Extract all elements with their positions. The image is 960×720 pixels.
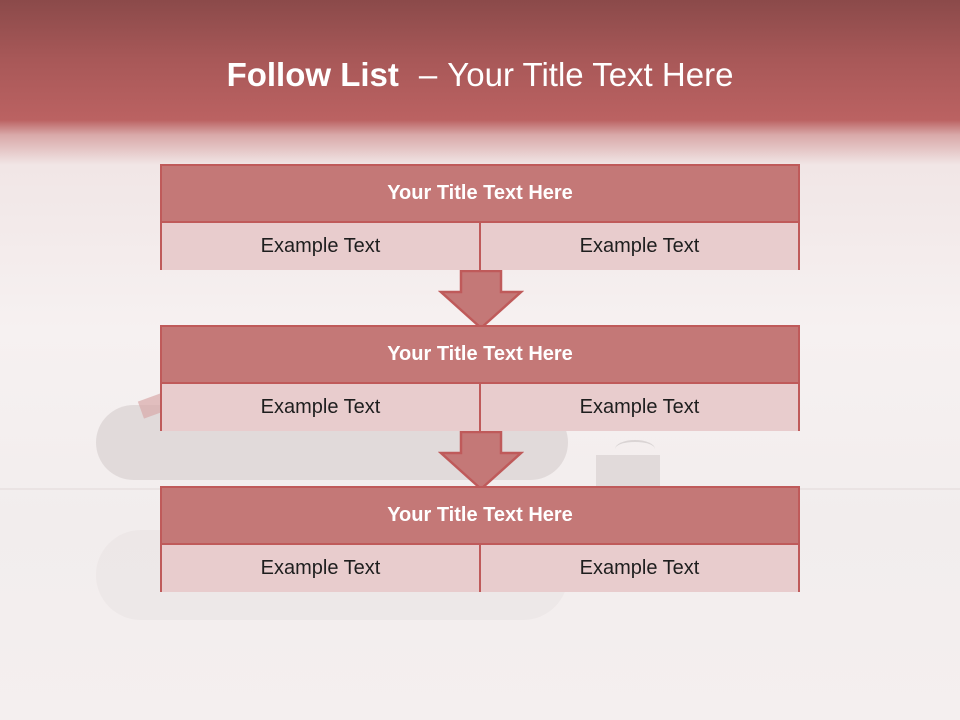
step-1-right-cell[interactable]: Example Text <box>479 223 798 270</box>
step-title-1[interactable]: Your Title Text Here <box>162 166 798 223</box>
down-arrow-icon-2 <box>438 431 524 491</box>
step-3-right-cell[interactable]: Example Text <box>479 545 798 592</box>
step-1-left-cell[interactable]: Example Text <box>162 223 479 270</box>
slide-title-rest: Your Title Text Here <box>447 56 734 93</box>
step-row-1: Example Text Example Text <box>162 223 798 270</box>
step-box-3[interactable]: Your Title Text Here Example Text Exampl… <box>160 486 800 592</box>
step-box-2[interactable]: Your Title Text Here Example Text Exampl… <box>160 325 800 431</box>
slide-title-bold: Follow List <box>226 56 399 93</box>
step-2-left-cell[interactable]: Example Text <box>162 384 479 431</box>
slide-title-separator: – <box>418 56 438 93</box>
step-3-left-cell[interactable]: Example Text <box>162 545 479 592</box>
step-title-2[interactable]: Your Title Text Here <box>162 327 798 384</box>
step-row-2: Example Text Example Text <box>162 384 798 431</box>
step-2-right-cell[interactable]: Example Text <box>479 384 798 431</box>
step-row-3: Example Text Example Text <box>162 545 798 592</box>
step-title-3[interactable]: Your Title Text Here <box>162 488 798 545</box>
down-arrow-icon-1 <box>438 270 524 330</box>
slide-title[interactable]: Follow List–Your Title Text Here <box>0 55 960 95</box>
step-box-1[interactable]: Your Title Text Here Example Text Exampl… <box>160 164 800 270</box>
